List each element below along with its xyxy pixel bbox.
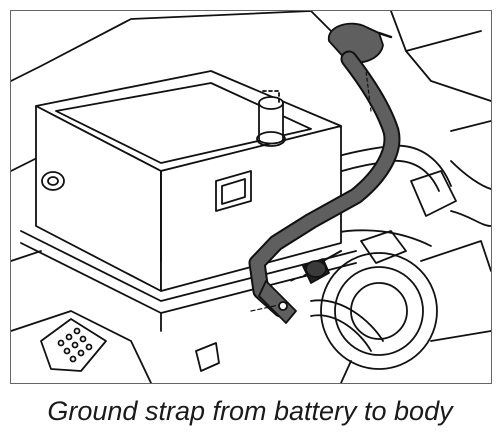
engine-components xyxy=(310,160,491,383)
ground-strap xyxy=(248,22,401,324)
figure-caption: Ground strap from battery to body xyxy=(47,396,453,426)
engine-bay-illustration xyxy=(11,11,491,383)
battery xyxy=(20,70,357,332)
illustration-frame xyxy=(10,10,492,384)
mounting-bracket xyxy=(40,318,220,372)
body-panel-lines xyxy=(11,11,491,383)
